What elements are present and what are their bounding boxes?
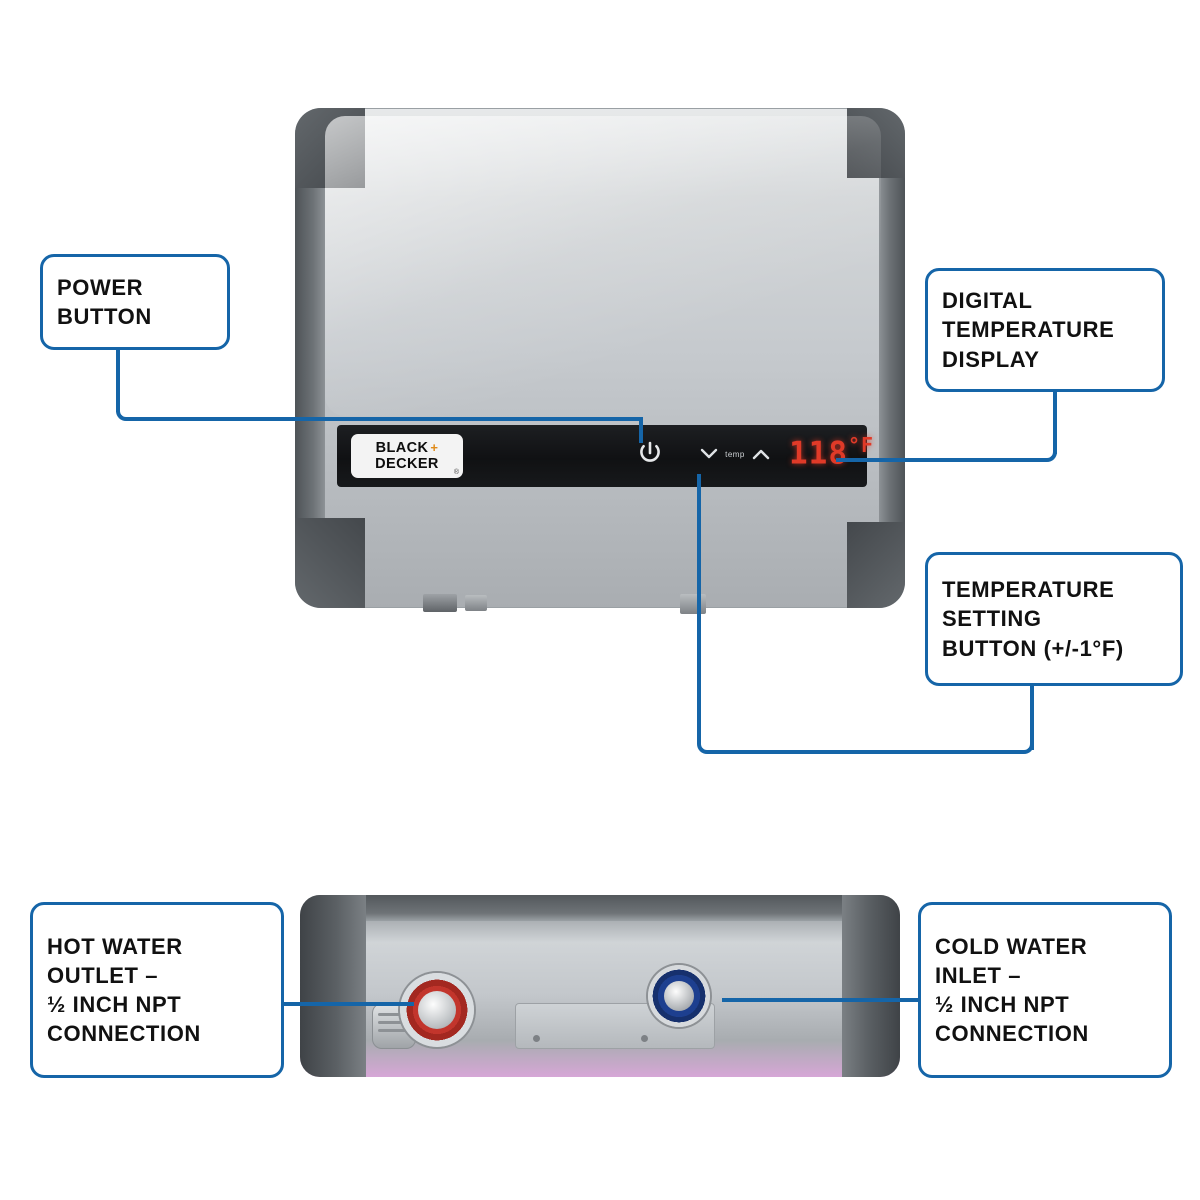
temp-label: temp — [725, 449, 745, 459]
connector-temp-set-vertical — [1030, 686, 1034, 750]
digital-temperature-display: 118°F — [789, 433, 874, 471]
bottom-view-top-edge — [314, 895, 886, 921]
water-heater-bottom-view — [300, 895, 900, 1077]
power-icon[interactable] — [637, 439, 663, 469]
callout-display-line-2: TEMPERATURE — [942, 317, 1115, 343]
connector-power-vertical — [116, 350, 120, 412]
callout-hot-water-outlet: HOT WATER OUTLET – ½ INCH NPT CONNECTION — [30, 902, 284, 1078]
callout-temp-set-line-3: BUTTON (+/-1°F) — [942, 635, 1124, 661]
plate-screw-left — [533, 1035, 540, 1042]
plate-screw-right — [641, 1035, 648, 1042]
callout-digital-temperature-display: DIGITAL TEMPERATURE DISPLAY — [925, 268, 1165, 392]
callout-temp-set-line-2: SETTING — [942, 606, 1042, 632]
hot-water-outlet-port — [400, 973, 474, 1047]
connector-display-horizontal — [836, 458, 1041, 462]
brand-logo-line-2: DECKER — [375, 456, 439, 472]
heater-corner-cap-bottom-left — [295, 518, 365, 608]
connector-power-horizontal — [133, 417, 643, 421]
callout-temp-set-line-1: TEMPERATURE — [942, 577, 1115, 603]
connector-hot-horizontal — [284, 1002, 414, 1006]
callout-power-button-line-1: POWER — [57, 274, 144, 300]
bottom-fitting-small — [465, 595, 487, 611]
callout-power-button: POWER BUTTON — [40, 254, 230, 350]
heater-corner-cap-bottom-right — [847, 522, 905, 608]
callout-cold-line-3: ½ INCH NPT — [935, 992, 1070, 1017]
callout-cold-line-4: CONNECTION — [935, 1021, 1089, 1047]
connector-temp-set-elbow-right — [1016, 736, 1034, 754]
callout-hot-line-2: OUTLET – — [47, 962, 159, 988]
connector-temp-set-horizontal — [714, 750, 1017, 754]
brand-logo: BLACK+ DECKER ® — [351, 434, 463, 478]
bottom-view-cap-left — [300, 895, 366, 1077]
callout-hot-line-1: HOT WATER — [47, 933, 183, 959]
cold-water-inlet-port — [648, 965, 710, 1027]
connector-temp-set-elbow-left — [697, 736, 715, 754]
temperature-adjust-buttons[interactable]: temp — [700, 441, 770, 467]
brand-logo-plus: + — [430, 439, 439, 455]
temperature-unit: °F — [848, 433, 875, 457]
heater-right-side-panel — [879, 160, 905, 540]
callout-power-button-line-2: BUTTON — [57, 304, 152, 329]
callout-hot-line-4: CONNECTION — [47, 1021, 201, 1047]
heater-corner-cap-top-right — [847, 108, 905, 178]
callout-display-line-1: DIGITAL — [942, 288, 1033, 314]
connector-power-drop — [639, 417, 643, 443]
bottom-fitting-hex — [423, 594, 457, 612]
connector-display-elbow — [1039, 444, 1057, 462]
heater-body — [295, 108, 905, 608]
control-panel: BLACK+ DECKER ® temp — [337, 425, 873, 487]
bottom-view-body — [300, 895, 900, 1077]
water-heater-front-view: BLACK+ DECKER ® temp — [295, 108, 905, 614]
callout-cold-line-1: COLD WATER — [935, 933, 1088, 959]
connector-power-elbow — [116, 403, 134, 421]
heater-corner-cap-top-left — [295, 108, 365, 188]
chevron-up-icon — [752, 449, 770, 460]
bottom-view-cap-right — [842, 895, 900, 1077]
bottom-fitting-right — [680, 594, 706, 614]
heater-left-side-panel — [295, 168, 325, 538]
callout-cold-water-inlet: COLD WATER INLET – ½ INCH NPT CONNECTION — [918, 902, 1172, 1078]
callout-hot-line-3: ½ INCH NPT — [47, 992, 182, 1017]
connector-cold-horizontal — [722, 998, 918, 1002]
temperature-value: 118 — [789, 435, 848, 472]
connector-temp-set-riser — [697, 474, 701, 739]
brand-logo-registered: ® — [453, 469, 459, 476]
callout-cold-line-2: INLET – — [935, 962, 1022, 988]
connector-display-vertical — [1053, 392, 1057, 454]
callout-temperature-setting-button: TEMPERATURE SETTING BUTTON (+/-1°F) — [925, 552, 1183, 686]
brand-logo-line-1: BLACK — [375, 439, 429, 456]
chevron-down-icon — [700, 448, 718, 459]
callout-display-line-3: DISPLAY — [942, 346, 1040, 372]
